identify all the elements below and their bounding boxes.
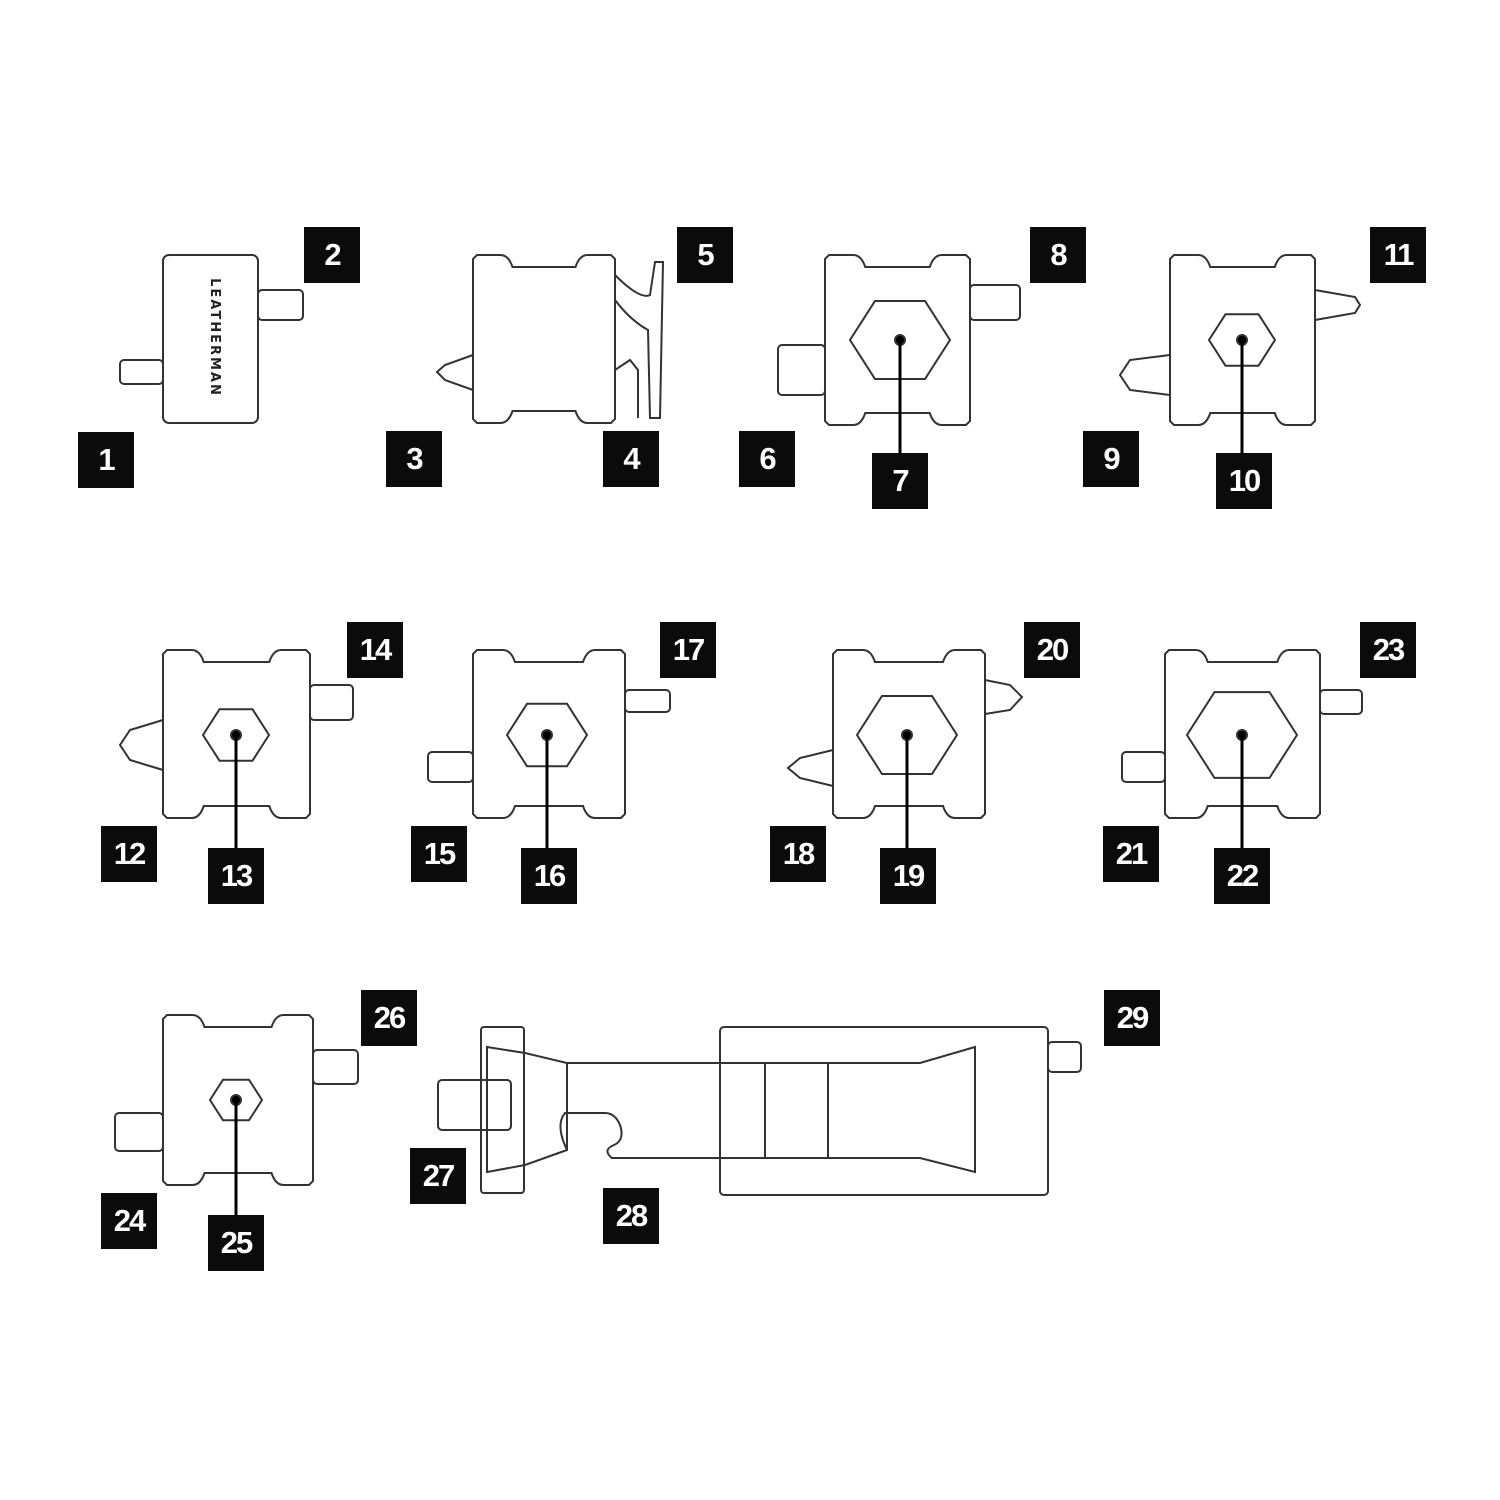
bit-driver-29-inner bbox=[764, 1045, 976, 1174]
callout-label: 11 bbox=[1370, 227, 1426, 283]
callout-label: 16 bbox=[521, 848, 577, 904]
bit-tip-11 bbox=[1314, 289, 1362, 321]
bit-tip-24 bbox=[114, 1112, 164, 1152]
logo-text: LEATHERMAN bbox=[206, 277, 222, 397]
bit-tip-21 bbox=[1121, 751, 1166, 783]
callout-label: 27 bbox=[410, 1148, 466, 1204]
callout-label: 15 bbox=[411, 826, 467, 882]
hex-socket-19 bbox=[855, 695, 959, 775]
bit-tip-20 bbox=[984, 679, 1024, 715]
callout-label: 24 bbox=[101, 1193, 157, 1249]
callout-label: 13 bbox=[208, 848, 264, 904]
leatherman-logo: LEATHERMAN bbox=[196, 262, 232, 412]
callout-label: 3 bbox=[386, 431, 442, 487]
bit-tip-26 bbox=[312, 1049, 359, 1085]
callout-label: 29 bbox=[1104, 990, 1160, 1046]
callout-label: 17 bbox=[660, 622, 716, 678]
bit-body-9 bbox=[1169, 254, 1316, 426]
callout-label: 12 bbox=[101, 826, 157, 882]
bottle-opener-28 bbox=[559, 1062, 766, 1159]
bit-body-21 bbox=[1164, 649, 1321, 819]
bit-tip-3 bbox=[435, 354, 474, 391]
bit-tip-1 bbox=[119, 359, 164, 385]
callout-label: 19 bbox=[880, 848, 936, 904]
bit-tip-2 bbox=[257, 289, 304, 321]
bit-driver-27-flare bbox=[486, 1045, 568, 1174]
bit-body-15 bbox=[472, 649, 626, 819]
bit-tip-12 bbox=[118, 719, 164, 771]
bit-body-18 bbox=[832, 649, 986, 819]
bit-tip-17 bbox=[624, 689, 671, 713]
callout-label: 21 bbox=[1103, 826, 1159, 882]
hex-socket-10 bbox=[1207, 313, 1277, 367]
callout-label: 25 bbox=[208, 1215, 264, 1271]
bit-tip-8 bbox=[969, 284, 1021, 321]
bit-tip-29 bbox=[1047, 1041, 1082, 1073]
callout-label: 26 bbox=[361, 990, 417, 1046]
callout-label: 10 bbox=[1216, 453, 1272, 509]
hex-socket-7 bbox=[848, 300, 952, 380]
bit-body-24 bbox=[162, 1014, 314, 1186]
hex-socket-13 bbox=[201, 708, 271, 762]
callout-label: 23 bbox=[1360, 622, 1416, 678]
bit-driver-29 bbox=[719, 1026, 1049, 1196]
bit-body-1 bbox=[162, 254, 259, 424]
callout-label: 6 bbox=[739, 431, 795, 487]
bit-tip-5 bbox=[614, 261, 665, 419]
bit-tip-4 bbox=[614, 358, 639, 418]
callout-label: 20 bbox=[1024, 622, 1080, 678]
callout-label: 8 bbox=[1030, 227, 1086, 283]
callout-label: 14 bbox=[347, 622, 403, 678]
bit-body-6 bbox=[824, 254, 971, 426]
callout-label: 7 bbox=[872, 453, 928, 509]
bit-body-3 bbox=[472, 254, 616, 424]
hex-socket-22 bbox=[1185, 691, 1299, 779]
callout-label: 1 bbox=[78, 432, 134, 488]
callout-label: 5 bbox=[677, 227, 733, 283]
bit-tip-14 bbox=[309, 684, 354, 721]
bit-tip-9 bbox=[1118, 354, 1171, 396]
bit-tip-23 bbox=[1319, 689, 1363, 715]
callout-label: 9 bbox=[1083, 431, 1139, 487]
callout-label: 18 bbox=[770, 826, 826, 882]
callout-label: 28 bbox=[603, 1188, 659, 1244]
bit-tip-6 bbox=[777, 344, 826, 396]
hex-socket-25 bbox=[208, 1078, 264, 1122]
bit-driver-27 bbox=[480, 1026, 525, 1194]
bit-tip-27 bbox=[437, 1079, 512, 1131]
callout-label: 4 bbox=[603, 431, 659, 487]
bit-body-12 bbox=[162, 649, 311, 819]
bit-tip-15 bbox=[427, 751, 474, 783]
bit-tip-18 bbox=[786, 749, 834, 787]
hex-socket-16 bbox=[505, 702, 589, 768]
callout-label: 22 bbox=[1214, 848, 1270, 904]
callout-label: 2 bbox=[304, 227, 360, 283]
